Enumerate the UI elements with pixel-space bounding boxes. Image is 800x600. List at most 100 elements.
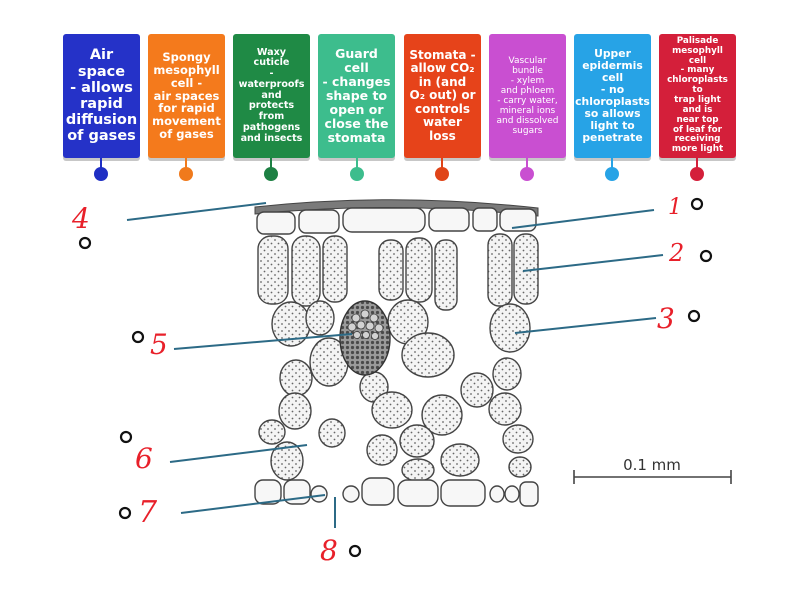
tile-palisade-mesophyll-text: Palisade mesophyll cell - many chloropla… [667, 35, 728, 155]
label-7: 7 [138, 495, 158, 530]
palisade-layer [257, 233, 539, 311]
xylem-vessel [347, 322, 357, 332]
tile-guard-cell[interactable]: Guard cell - changes shape to open or cl… [318, 34, 395, 158]
answer-tiles: Air space - allows rapid diffusion of ga… [0, 0, 800, 190]
guard-cell-left [310, 485, 328, 503]
pin-stem-guard-cell [356, 158, 358, 172]
tile-vascular-bundle-text: Vascular bundle - xylem and phloem - car… [496, 55, 559, 137]
label-5: 5 [150, 328, 168, 361]
tile-palisade-mesophyll[interactable]: Palisade mesophyll cell - many chloropla… [659, 34, 736, 158]
spongy-cell [401, 458, 435, 482]
spongy-cell [305, 300, 335, 336]
xylem-vessel [371, 332, 379, 340]
drop-zone-4[interactable] [78, 236, 92, 250]
spongy-cell [502, 424, 534, 454]
xylem-vessel [362, 331, 370, 339]
tile-stomata[interactable]: Stomata - allow CO₂ in (and O₂ out) or c… [404, 34, 481, 158]
tile-spongy-mesophyll-text: Spongy mesophyll cell - air spaces for r… [152, 49, 221, 142]
palisade-cell [487, 233, 513, 307]
spongy-layer [258, 299, 534, 482]
tile-spongy-mesophyll[interactable]: Spongy mesophyll cell - air spaces for r… [148, 34, 225, 158]
lower-epidermis-cell [519, 481, 539, 507]
leader-line-1 [511, 209, 655, 229]
tile-air-space[interactable]: Air space - allows rapid diffusion of ga… [63, 34, 140, 158]
epidermis-cell [428, 207, 470, 232]
drop-zone-8[interactable] [348, 544, 362, 558]
pin-stem-stomata [441, 158, 443, 172]
pin-handle-stomata[interactable] [435, 167, 449, 181]
spongy-cell [508, 456, 532, 478]
xylem-vessel [353, 331, 361, 339]
leader-line-6 [169, 444, 308, 463]
leader-line-5 [173, 333, 353, 350]
pin-handle-air-space[interactable] [94, 167, 108, 181]
xylem-vessel [356, 320, 366, 330]
drop-zone-6[interactable] [119, 430, 133, 444]
vascular-bundle [339, 300, 391, 376]
palisade-cell [291, 235, 321, 307]
label-8: 8 [320, 534, 338, 567]
tile-air-space-text: Air space - allows rapid diffusion of ga… [65, 47, 138, 145]
drop-zone-1[interactable] [690, 197, 704, 211]
drop-zone-7[interactable] [118, 506, 132, 520]
pin-handle-upper-epidermis[interactable] [605, 167, 619, 181]
spongy-cell [401, 332, 455, 378]
spongy-cell [399, 424, 435, 458]
spongy-cell [489, 303, 531, 353]
leader-line-4 [126, 202, 267, 221]
pin-handle-palisade-mesophyll[interactable] [690, 167, 704, 181]
lower-epidermis-cell [254, 479, 282, 505]
pin-handle-spongy-mesophyll[interactable] [179, 167, 193, 181]
pin-stem-spongy-mesophyll [185, 158, 187, 172]
waxy-cuticle-layer [254, 199, 539, 217]
drop-zones [78, 197, 713, 558]
pin-handle-waxy-cuticle[interactable] [264, 167, 278, 181]
label-2: 2 [668, 239, 684, 267]
pin-handle-guard-cell[interactable] [350, 167, 364, 181]
spongy-cell [279, 359, 313, 397]
spongy-cell [492, 357, 522, 391]
guard-cell-left-2 [489, 485, 505, 503]
number-labels: 4 1 2 3 5 6 7 8 [71, 195, 684, 567]
tile-waxy-cuticle-text: Waxy cuticle - waterproofs and protects … [238, 46, 305, 144]
scale-bar-label: 0.1 mm [623, 456, 681, 474]
xylem-vessel [351, 313, 361, 323]
epidermis-cell [298, 209, 340, 234]
spongy-cell [371, 391, 413, 429]
leader-lines [126, 202, 664, 528]
pin-stem-vascular-bundle [526, 158, 528, 172]
label-1: 1 [668, 195, 682, 220]
label-4: 4 [71, 202, 90, 235]
pin-handle-vascular-bundle[interactable] [520, 167, 534, 181]
tile-vascular-bundle[interactable]: Vascular bundle - xylem and phloem - car… [489, 34, 566, 158]
drop-zone-2[interactable] [699, 249, 713, 263]
xylem-vessel [369, 313, 379, 323]
spongy-cell [488, 392, 522, 426]
spongy-cell [440, 443, 480, 477]
epidermis-cell [342, 207, 426, 233]
upper-epidermis-layer [256, 207, 537, 235]
palisade-cell [257, 235, 289, 305]
spongy-cell [278, 392, 312, 430]
spongy-cell [270, 441, 304, 481]
scale-bar: 0.1 mm [573, 456, 732, 484]
pin-stem-waxy-cuticle [270, 158, 272, 172]
drop-zone-3[interactable] [687, 309, 701, 323]
tile-guard-cell-text: Guard cell - changes shape to open or cl… [322, 46, 391, 145]
label-3: 3 [657, 302, 675, 335]
palisade-cell [378, 239, 404, 301]
spongy-cell [318, 418, 346, 448]
pin-stem-air-space [100, 158, 102, 172]
leader-line-7 [180, 494, 326, 514]
tile-upper-epidermis[interactable]: Upper epidermis cell - no chloroplasts s… [574, 34, 651, 158]
spongy-cell [421, 394, 463, 436]
label-6: 6 [135, 442, 153, 475]
drop-zone-5[interactable] [131, 330, 145, 344]
guard-cell-right [342, 485, 360, 503]
lower-epidermis-cell [440, 479, 486, 507]
tile-waxy-cuticle[interactable]: Waxy cuticle - waterproofs and protects … [233, 34, 310, 158]
leader-line-2 [522, 254, 664, 272]
tile-stomata-text: Stomata - allow CO₂ in (and O₂ out) or c… [409, 47, 476, 143]
spongy-cell [366, 434, 398, 466]
